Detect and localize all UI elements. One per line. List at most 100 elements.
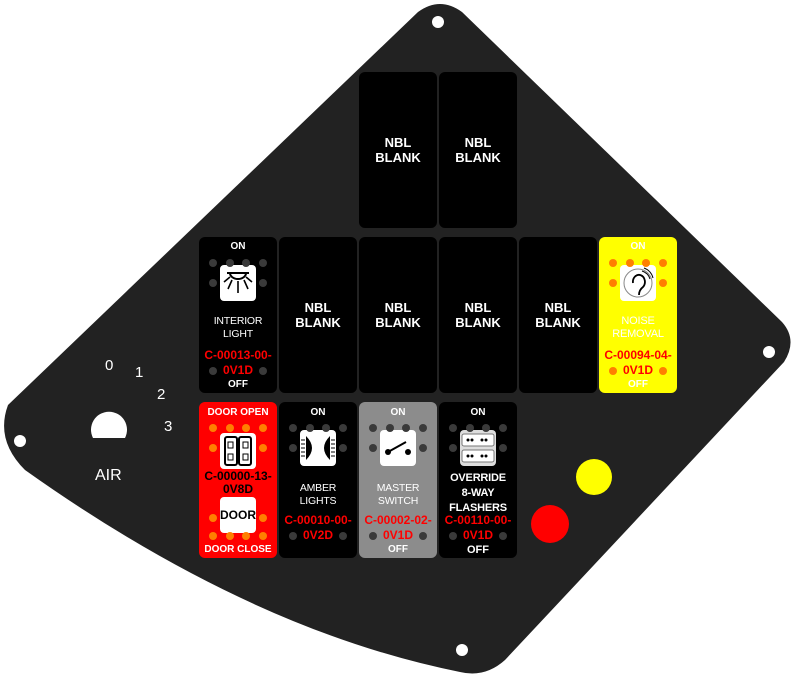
off-label: OFF <box>628 379 648 390</box>
indicator-dot <box>499 444 507 452</box>
air-dial-knob[interactable] <box>91 411 127 438</box>
indicator-dot <box>402 424 410 432</box>
indicator-dot <box>259 532 267 540</box>
indicator-dot <box>419 444 427 452</box>
indicator-dot <box>289 424 297 432</box>
indicator-dot <box>259 514 267 522</box>
part-code: C-00002-02- 0V1D <box>364 513 432 542</box>
indicator-dot <box>259 444 267 452</box>
indicator-dot <box>449 424 457 432</box>
indicator-dot <box>242 259 250 267</box>
hearing-icon <box>620 265 656 301</box>
indicator-dot <box>209 259 217 267</box>
dome-light-icon <box>220 265 256 301</box>
switch-label: NOISE REMOVAL <box>612 315 664 340</box>
on-label: ON <box>310 407 326 418</box>
indicator-dot <box>209 514 217 522</box>
switch-label: AMBER LIGHTS <box>299 482 337 507</box>
indicator-dot <box>242 532 250 540</box>
dial-pos-3: 3 <box>164 418 173 435</box>
dial-pos-0: 0 <box>105 357 114 374</box>
mount-hole <box>432 16 444 28</box>
door-icon: DOOR <box>220 497 256 533</box>
indicator-dot <box>289 444 297 452</box>
indicator-dot <box>386 424 394 432</box>
dial-pos-1: 1 <box>135 364 144 381</box>
off-label: OFF <box>388 544 408 555</box>
dial-pos-2: 2 <box>157 386 166 403</box>
part-code: C-00010-00- 0V2D <box>284 513 352 542</box>
indicator-dot <box>289 532 297 540</box>
indicator-dot <box>659 259 667 267</box>
indicator-dot <box>659 279 667 287</box>
override-flashers-switch[interactable]: ON OVERRIDE 8-WAY FLASHERS C-00110-00- 0… <box>439 402 517 558</box>
on-label: ON <box>390 407 406 418</box>
indicator-dot <box>259 367 267 375</box>
indicator-dot <box>339 532 347 540</box>
indicator-dot <box>259 259 267 267</box>
switch-label: MASTER SWITCH <box>376 482 420 507</box>
amber-lights-switch[interactable]: ON AMBER LIGHTS C-00010-00- 0V2D <box>279 402 357 558</box>
part-code: C-00000-13- 0V8D <box>204 469 272 496</box>
indicator-dot <box>449 532 457 540</box>
indicator-dot <box>259 424 267 432</box>
door-panels-icon <box>220 433 256 469</box>
flashers-icon <box>460 430 496 466</box>
on-label: ON <box>470 407 486 418</box>
mount-hole <box>14 435 26 447</box>
mount-hole <box>763 346 775 358</box>
on-label: ON <box>230 241 246 252</box>
part-code: C-00013-00- 0V1D <box>204 348 272 377</box>
indicator-dot <box>659 367 667 375</box>
indicator-dot <box>322 424 330 432</box>
indicator-dot <box>369 444 377 452</box>
blank-switch: NBL BLANK <box>359 237 437 393</box>
door-open-label: DOOR OPEN <box>207 407 269 418</box>
off-label: OFF <box>467 544 489 556</box>
master-switch[interactable]: ON MASTER SWITCH C-00002-02- 0V1D OFF <box>359 402 437 558</box>
indicator-dot <box>209 532 217 540</box>
indicator-dot <box>259 279 267 287</box>
dial-label: AIR <box>95 467 122 484</box>
indicator-dot <box>339 444 347 452</box>
indicator-dot <box>609 367 617 375</box>
indicator-dot <box>642 259 650 267</box>
indicator-dot <box>369 424 377 432</box>
indicator-dot <box>499 424 507 432</box>
noise-removal-switch[interactable]: ON NOISE REMOVAL C-00094-04- 0V1D OFF <box>599 237 677 393</box>
indicator-dot <box>242 424 250 432</box>
switch-label: OVERRIDE 8-WAY FLASHERS <box>449 472 507 514</box>
indicator-dot <box>209 444 217 452</box>
blank-switch: NBL BLANK <box>519 237 597 393</box>
indicator-dot <box>226 259 234 267</box>
indicator-dot <box>482 424 490 432</box>
indicator-dot <box>499 532 507 540</box>
part-code: C-00110-00- 0V1D <box>444 513 512 542</box>
blank-switch: NBL BLANK <box>439 72 517 228</box>
blank-switch: NBL BLANK <box>279 237 357 393</box>
indicator-dot <box>609 279 617 287</box>
door-close-label: DOOR CLOSE <box>204 544 272 555</box>
on-label: ON <box>630 241 646 252</box>
indicator-dot <box>419 424 427 432</box>
indicator-dot <box>226 424 234 432</box>
blank-switch: NBL BLANK <box>439 237 517 393</box>
yellow-button[interactable] <box>576 459 612 495</box>
indicator-dot <box>609 259 617 267</box>
indicator-dot <box>466 424 474 432</box>
interior-light-switch[interactable]: ON INTERIOR LIGHT C-00013-00- 0V1D OFF <box>199 237 277 393</box>
indicator-dot <box>626 259 634 267</box>
amber-lights-icon <box>300 430 336 466</box>
mount-hole <box>456 644 468 656</box>
blank-switch: NBL BLANK <box>359 72 437 228</box>
door-switch[interactable]: DOOR OPEN C-00000-13- 0V8D DOOR DOOR CLO… <box>199 402 277 558</box>
indicator-dot <box>449 444 457 452</box>
indicator-dot <box>369 532 377 540</box>
indicator-dot <box>226 532 234 540</box>
indicator-dot <box>209 367 217 375</box>
part-code: C-00094-04- 0V1D <box>604 348 672 377</box>
indicator-dot <box>419 532 427 540</box>
indicator-dot <box>209 424 217 432</box>
red-button[interactable] <box>531 505 569 543</box>
indicator-dot <box>339 424 347 432</box>
